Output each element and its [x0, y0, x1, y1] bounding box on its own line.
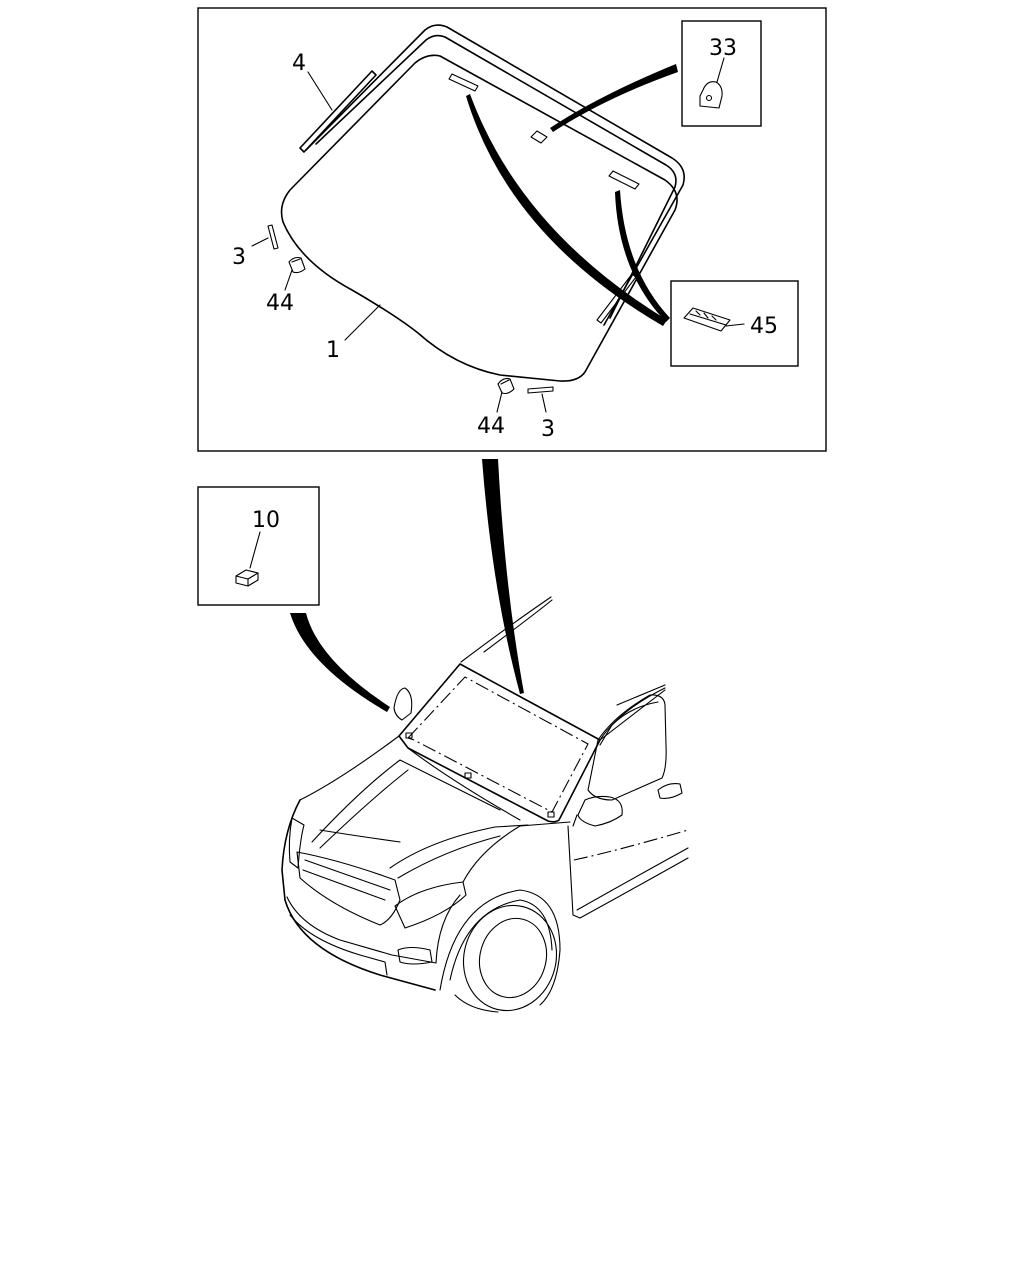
leader-clip-bottom: [496, 391, 503, 413]
label-inset-box: [670, 280, 799, 367]
bracket-inset-box: [681, 20, 762, 127]
rivet-inset-box: [197, 486, 320, 606]
leader-rivet: [249, 531, 261, 569]
bracket-part: [699, 81, 723, 109]
pointer-to-mirror-area: [290, 613, 390, 712]
callout-windshield-glass: 1: [326, 338, 340, 363]
glass-label-left: [448, 73, 479, 92]
leader-bracket: [716, 57, 725, 83]
glass-label-right: [608, 170, 640, 190]
leader-label: [725, 323, 745, 327]
leader-spacer-bottom: [541, 393, 547, 413]
leader-glass: [344, 304, 381, 341]
leader-spacer-left: [251, 237, 269, 247]
spacer-bottom: [527, 386, 554, 394]
leader-molding: [307, 71, 333, 111]
callout-clip-left: 44: [266, 291, 294, 316]
windshield-outer-molding: [305, 24, 685, 326]
callout-molding: 4: [292, 51, 306, 76]
label-part: [683, 307, 731, 332]
pointer-bracket: [550, 64, 678, 132]
callout-bracket: 33: [709, 36, 737, 61]
vehicle-drawing: [281, 596, 689, 1013]
windshield-outer-molding-inner: [315, 34, 677, 319]
callout-spacer-bottom: 3: [541, 417, 555, 442]
pointer-to-vehicle: [482, 459, 524, 694]
rivet-part: [235, 569, 259, 587]
spacer-left: [267, 224, 279, 250]
molding-strip: [299, 70, 377, 153]
callout-spacer-left: 3: [232, 245, 246, 270]
pointer-label-right: [615, 190, 670, 322]
callout-label: 45: [750, 314, 778, 339]
glass-bracket-pad: [530, 130, 548, 144]
windshield-glass: [280, 54, 678, 382]
clip-left-part: [288, 256, 306, 274]
clip-bottom-part: [497, 378, 515, 395]
callout-rivet: 10: [252, 508, 280, 533]
leader-clip-left: [284, 269, 293, 291]
callout-clip-bottom: 44: [477, 414, 505, 439]
